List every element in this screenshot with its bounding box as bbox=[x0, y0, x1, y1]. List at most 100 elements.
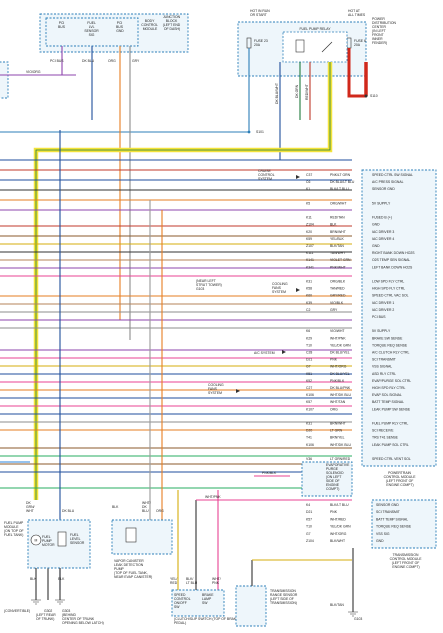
blk-tan-label: BLK/TAN bbox=[330, 603, 344, 607]
pcm-signal: BATT TEMP SIGNAL bbox=[372, 400, 404, 404]
ground-symbol-2 bbox=[55, 599, 65, 605]
pcm-pin: K39 bbox=[306, 301, 312, 305]
tcm-signal: GND bbox=[376, 539, 384, 543]
pdc-label: POWER DISTRIBUTION CENTER (IN LEFT FRONT… bbox=[372, 17, 397, 45]
pcm-signal: LEAK PUMP SOL CTRL bbox=[372, 443, 409, 447]
pcm-pin: V36 bbox=[306, 457, 312, 461]
pcm-wire-color: WHT/TAN bbox=[330, 400, 346, 404]
pcm-wire-color: ORG/BLK bbox=[330, 280, 346, 284]
pcm-signal: A/C CLUTCH RLY CTRL bbox=[372, 351, 409, 355]
pnk-blk-label: PNK/BLK bbox=[262, 471, 277, 475]
relay-coil bbox=[295, 39, 305, 53]
clutch-switch-label: (CLUTCH/SLIP SWITCH (TOP OF BRAKE PEDAL) bbox=[174, 617, 239, 625]
pcm-wire-color: ORG bbox=[330, 407, 338, 411]
red-wht-label: RED/WHT bbox=[305, 84, 309, 100]
switch-group-box bbox=[171, 589, 225, 617]
convertible-note: (CONVERTIBLE) G302 (LEFT REAR OF TRUNK) bbox=[4, 609, 57, 621]
splice-s101-label: S101 bbox=[256, 130, 264, 134]
pcm-label: POWERTRAIN CONTROL MODULE (LEFT FRONT OF… bbox=[384, 471, 417, 487]
tcm-pin: K4 bbox=[306, 503, 310, 507]
pcm-wire-color: BLK/TAN bbox=[330, 244, 344, 248]
pcm-signal: HIGH SPD RLY CTRL bbox=[372, 386, 406, 390]
fuel-sender-inner-label: PCI BUS FUEL LVL SENSOR SIG PCI BUS GND bbox=[58, 21, 124, 37]
pcm-wire-color: VIO/WHT bbox=[330, 329, 345, 333]
pcm-pin: K20 bbox=[306, 230, 312, 234]
pcm-wire-color: BRN/WHT bbox=[330, 422, 346, 426]
pcm-wire-color: WHT/DK BLU bbox=[330, 393, 351, 397]
pcm-pin: Z104 bbox=[306, 223, 314, 227]
pcm-wire-color: TAN/RED bbox=[330, 287, 345, 291]
pcm-wire-color: VIO/BLK bbox=[330, 301, 344, 305]
pcm-wire-color: YEL/DK GRN bbox=[330, 343, 351, 347]
pcm-signal: GND bbox=[372, 223, 380, 227]
wht-pnk-label: WHT/ PNK bbox=[212, 577, 222, 585]
dk-grn-wht-label: DK GRN/ WHT bbox=[26, 501, 35, 513]
pcm-signal: LEAK PUMP SW SENSE bbox=[372, 407, 411, 411]
tcm-signal: SENSOR GND bbox=[376, 503, 399, 507]
pcm-pin: T10 bbox=[306, 343, 312, 347]
pcm-wire-color: WHT/DK BLU bbox=[330, 443, 351, 447]
pcm-signal: IAC DRIVER 2 bbox=[372, 308, 394, 312]
tcm-label: TRANSMISSION CONTROL MODULE (LEFT FRONT … bbox=[390, 553, 423, 569]
pcm-wire-color: LT GRN/RED bbox=[330, 457, 351, 461]
tcm-pin: D21 bbox=[306, 510, 312, 514]
pcm-pin: D20 bbox=[306, 429, 312, 433]
pcm-wire-color: BRN/WHT bbox=[330, 230, 346, 234]
fuel-pump-module-label: FUEL PUMP MODULE (ON TOP OF FUEL TANK) bbox=[4, 521, 25, 537]
pcm-pin: K111 bbox=[306, 251, 314, 255]
highlight-yellow-path bbox=[33, 62, 333, 500]
pcm-pin: K107 bbox=[306, 407, 314, 411]
dk-blu-bottom-label: DK BLU bbox=[62, 509, 75, 513]
pcm-pin: K5 bbox=[306, 201, 310, 205]
pcm-signal: TRS T41 SENSE bbox=[372, 436, 399, 440]
pcm-wire-color: PNK/BLK bbox=[330, 379, 345, 383]
pcm-signal: GND bbox=[372, 244, 380, 248]
arrow-cooling-2 bbox=[236, 389, 240, 393]
vapor-canister-coil bbox=[125, 527, 137, 543]
pcm-pin: D21 bbox=[306, 358, 312, 362]
org-bottom-label: ORG bbox=[156, 509, 164, 513]
ground-symbol-g103 bbox=[348, 611, 358, 617]
hot-in-run-label: HOT IN RUN OR START bbox=[250, 9, 271, 17]
pcm-pin: K29 bbox=[306, 336, 312, 340]
splice-s101 bbox=[247, 130, 251, 134]
pcm-signal: SENSOR GND bbox=[372, 187, 395, 191]
ac-system-label: A/C SYSTEM bbox=[254, 351, 275, 355]
junction-block-label: JUNCTION BLOCK (LEFT END OF DASH) bbox=[163, 15, 181, 31]
pcm-pin: K106 bbox=[306, 393, 314, 397]
pcm-pin: K6 bbox=[306, 329, 310, 333]
pcm-pin: K141 bbox=[306, 258, 314, 262]
pcm-signal: IAC DRIVER 4 bbox=[372, 237, 394, 241]
fuse-23-label: FUSE 23 20A bbox=[254, 39, 269, 47]
fuel-pump-motor-m: M bbox=[35, 539, 38, 543]
tcm-signal: VSS SIG bbox=[376, 532, 390, 536]
tcm-pin: K57 bbox=[306, 517, 312, 521]
pcm-pin: K341 bbox=[306, 265, 314, 269]
pcm-wire-color: VIOLET GRN bbox=[330, 258, 351, 262]
pcm-signal: A/C PRESS SIGNAL bbox=[372, 180, 404, 184]
pcm-pin: K11 bbox=[306, 216, 312, 220]
pcm-wire-color: GRY/RED bbox=[330, 294, 346, 298]
pcm-pin: Z107 bbox=[306, 244, 314, 248]
pcm-signal: RIGHT BANK DOWN HO2S bbox=[372, 251, 415, 255]
pcm-wire-color: DK BLU/YEL bbox=[330, 351, 350, 355]
pcm-wire-color: WHT/PNK bbox=[330, 336, 346, 340]
pcm-pin: K60 bbox=[306, 294, 312, 298]
pcm-wire-color: PNK/LT GRN bbox=[330, 173, 351, 177]
fuel-pump-relay-label: FUEL PUMP RELAY bbox=[299, 27, 331, 31]
pcm-pin: K59 bbox=[306, 237, 312, 241]
relay-contact bbox=[321, 41, 333, 53]
wire-vio-org-label: VIO/ORG bbox=[26, 70, 41, 74]
pcm-pin: C37 bbox=[306, 173, 312, 177]
wht-dk-label: WHT/ DK BLU bbox=[142, 501, 152, 513]
evap-purge-solenoid bbox=[301, 461, 353, 497]
pcm-wire-color: BRN/YEL bbox=[330, 436, 345, 440]
splice-s110-label: S110 bbox=[370, 94, 378, 98]
pcm-signal: TORQUE REQ SENSE bbox=[372, 343, 408, 347]
vapor-canister-label: VAPOR CANISTER LEAK DETECTION PUMP (TOP … bbox=[114, 559, 152, 579]
pcm-wire-color: ORG/WHT bbox=[330, 201, 346, 205]
pcm-wire-color: DK BLU/YEL bbox=[330, 372, 350, 376]
fuse-6-label: FUSE 6 20A bbox=[354, 39, 367, 47]
